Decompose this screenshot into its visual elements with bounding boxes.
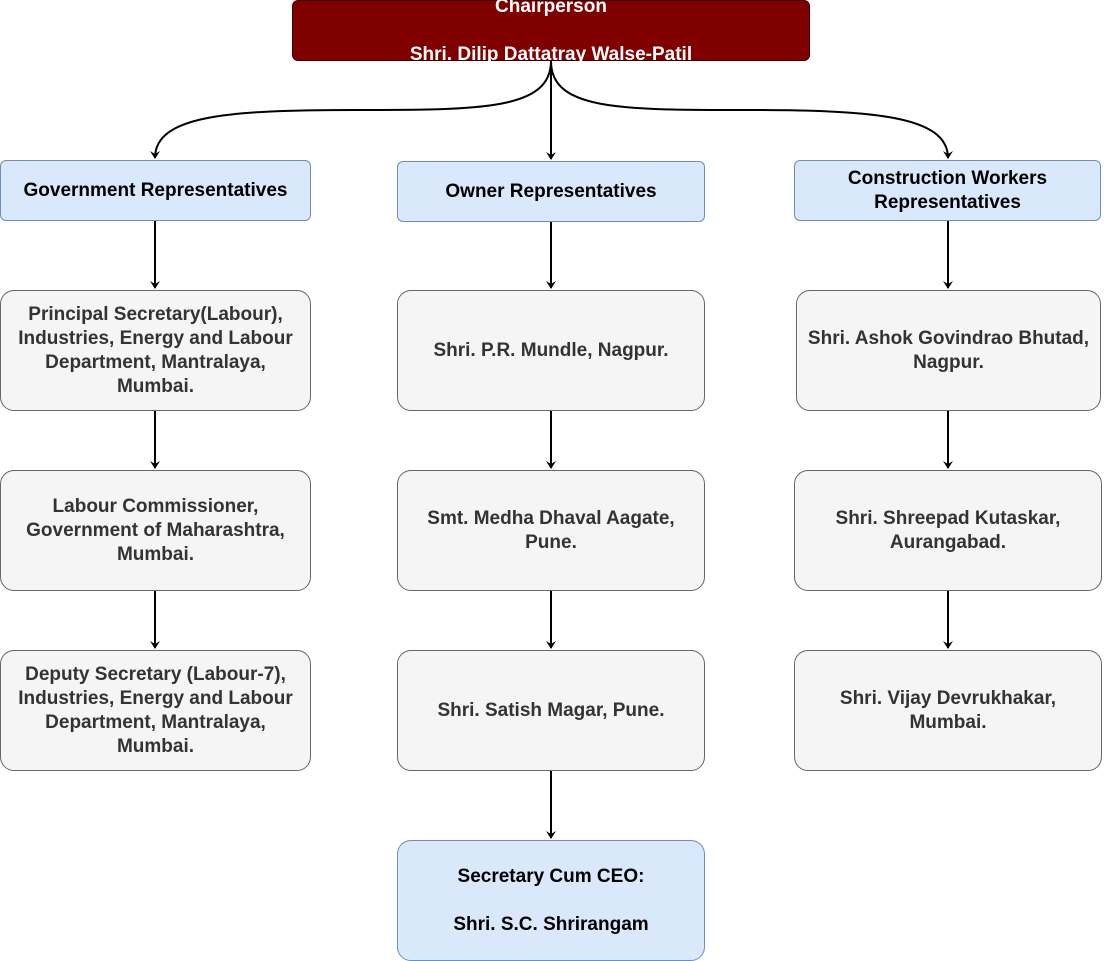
member-government-3: Deputy Secretary (Labour-7), Industries,… — [0, 650, 311, 771]
secretary-ceo-box: Secretary Cum CEO: Shri. S.C. Shrirangam — [397, 840, 705, 961]
chairperson-name: Shri. Dilip Dattatray Walse-Patil — [409, 43, 693, 65]
group-owner-box: Owner Representatives — [397, 161, 705, 222]
chairperson-box: Chairperson Shri. Dilip Dattatray Walse-… — [292, 0, 810, 65]
member-owner-2: Smt. Medha Dhaval Aagate, Pune. — [397, 470, 705, 591]
secretary-role: Secretary Cum CEO: — [457, 865, 645, 887]
member-name: Shri. Satish Magar, Pune. — [437, 699, 665, 721]
group-workers-box: Construction Workers Representatives — [794, 160, 1101, 221]
member-name: Smt. Medha Dhaval Aagate, Pune. — [427, 507, 675, 553]
member-name: Deputy Secretary (Labour-7), Industries,… — [18, 663, 293, 757]
member-government-1: Principal Secretary(Labour), Industries,… — [0, 290, 311, 411]
member-name: Shri. P.R. Mundle, Nagpur. — [433, 339, 669, 361]
member-workers-3: Shri. Vijay Devrukhakar, Mumbai. — [794, 650, 1102, 771]
member-owner-3: Shri. Satish Magar, Pune. — [397, 650, 705, 771]
group-owner-title: Owner Representatives — [445, 180, 657, 202]
member-workers-1: Shri. Ashok Govindrao Bhutad, Nagpur. — [796, 290, 1101, 411]
group-workers-title: Construction Workers Representatives — [847, 167, 1048, 213]
member-government-2: Labour Commissioner, Government of Mahar… — [0, 470, 311, 591]
connector-chair-government — [150, 60, 552, 159]
member-name: Labour Commissioner, Government of Mahar… — [26, 495, 285, 565]
connector-chair-workers — [550, 60, 953, 159]
secretary-name: Shri. S.C. Shrirangam — [453, 913, 649, 935]
group-government-title: Government Representatives — [23, 179, 288, 201]
member-name: Principal Secretary(Labour), Industries,… — [18, 303, 293, 397]
chairperson-role: Chairperson — [495, 0, 607, 17]
member-workers-2: Shri. Shreepad Kutaskar, Aurangabad. — [794, 470, 1102, 591]
member-owner-1: Shri. P.R. Mundle, Nagpur. — [397, 290, 705, 411]
member-name: Shri. Ashok Govindrao Bhutad, Nagpur. — [807, 327, 1090, 373]
group-government-box: Government Representatives — [0, 160, 311, 221]
member-name: Shri. Vijay Devrukhakar, Mumbai. — [839, 687, 1057, 733]
member-name: Shri. Shreepad Kutaskar, Aurangabad. — [835, 507, 1061, 553]
